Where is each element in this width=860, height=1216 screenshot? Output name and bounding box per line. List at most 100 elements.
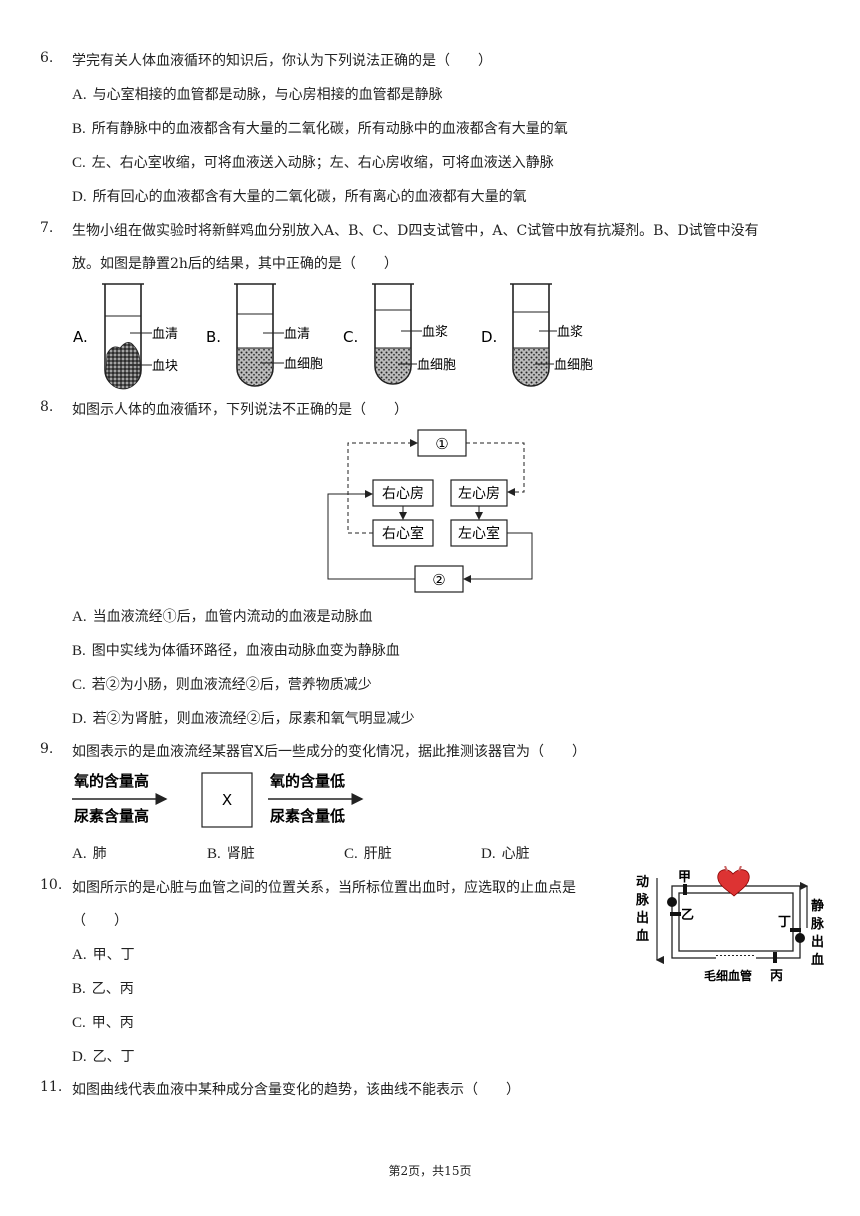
q8-option-b[interactable]: B.图中实线为体循环路径，血液由动脉血变为静脉血 bbox=[72, 640, 400, 660]
q7-test-tubes-figure: A. 血清 血块 B. 血清 血细胞 C. 血浆 血细胞 D. bbox=[73, 283, 593, 390]
q7-number: 7. bbox=[40, 220, 54, 236]
vein-bleed-char-1: 静 bbox=[811, 898, 824, 914]
tube-a-label: A. bbox=[73, 328, 88, 346]
q6-option-c[interactable]: C. 左、右心室收缩，可将血液送入动脉；左、右心房收缩，可将血液送入静脉 bbox=[72, 152, 554, 172]
tube-b-top-label: 血清 bbox=[284, 327, 310, 342]
q10-heart-vessel-diagram: 动 脉 出 血 甲 乙 丁 丙 毛细血管 静 脉 出 血 bbox=[635, 866, 825, 984]
option-label: A. bbox=[72, 846, 87, 862]
q9-organ-diagram: 氧的含量高 尿素含量高 X 氧的含量低 尿素含量低 bbox=[72, 772, 364, 828]
point-ding-mark[interactable] bbox=[790, 928, 801, 932]
option-text: 所有回心的血液都含有大量的二氧化碳，所有离心的血液都有大量的氧 bbox=[92, 189, 527, 205]
option-label: D. bbox=[72, 189, 87, 205]
option-label: C. bbox=[72, 1015, 86, 1031]
q9-option-a[interactable]: A.肺 bbox=[72, 843, 107, 863]
q11-number: 11. bbox=[40, 1079, 63, 1095]
q9-option-c[interactable]: C. 肝脏 bbox=[344, 843, 392, 863]
option-label: A. bbox=[72, 87, 87, 103]
point-yi-mark[interactable] bbox=[670, 912, 681, 916]
q7-stem-line1: 生物小组在做实验时将新鲜鸡血分别放入A、B、C、D四支试管中，A、C试管中放有抗… bbox=[72, 223, 759, 239]
q9-option-d[interactable]: D.心脏 bbox=[481, 843, 530, 863]
option-label: C. bbox=[344, 846, 358, 862]
option-text: 若②为肾脏，则血液流经②后，尿素和氧气明显减少 bbox=[92, 711, 415, 727]
tube-a[interactable]: A. 血清 血块 bbox=[73, 283, 178, 390]
point-jia-label: 甲 bbox=[678, 870, 691, 885]
left-bottom-label: 尿素含量高 bbox=[74, 807, 149, 825]
tube-b-label: B. bbox=[206, 328, 221, 346]
option-label: B. bbox=[72, 643, 86, 659]
q11-stem: 如图曲线代表血液中某种成分含量变化的趋势，该曲线不能表示（ ） bbox=[72, 1082, 520, 1098]
q8-option-c[interactable]: C. 若②为小肠，则血液流经②后，营养物质减少 bbox=[72, 674, 372, 694]
right-top-label: 氧的含量低 bbox=[269, 772, 345, 790]
q6-stem: 学完有关人体血液循环的知识后，你认为下列说法正确的是（ ） bbox=[72, 53, 492, 69]
tube-d[interactable]: D. 血浆 血细胞 bbox=[481, 283, 593, 387]
artery-bleed-char-2: 脉 bbox=[635, 892, 650, 908]
artery-bleed-point bbox=[667, 897, 677, 907]
right-ventricle-label: 右心室 bbox=[382, 525, 424, 542]
point-bing-label: 丙 bbox=[770, 969, 783, 984]
option-label: B. bbox=[207, 846, 221, 862]
point-ding-label: 丁 bbox=[778, 915, 791, 930]
tube-c[interactable]: C. 血浆 血细胞 bbox=[343, 283, 456, 385]
q8-circulation-diagram: ① 右心房 左心房 右心室 左心室 ② bbox=[327, 429, 533, 593]
q8-option-d[interactable]: D.若②为肾脏，则血液流经②后，尿素和氧气明显减少 bbox=[72, 708, 415, 728]
q6-option-d[interactable]: D. 所有回心的血液都含有大量的二氧化碳，所有离心的血液都有大量的氧 bbox=[72, 186, 527, 206]
option-text: 若②为小肠，则血液流经②后，营养物质减少 bbox=[91, 677, 372, 693]
right-bottom-label: 尿素含量低 bbox=[270, 807, 345, 825]
q8-option-a[interactable]: A. 当血液流经①后，血管内流动的血液是动脉血 bbox=[72, 606, 373, 626]
q10-option-a[interactable]: A. 甲、丁 bbox=[72, 944, 135, 964]
q10-option-b[interactable]: B. 乙、丙 bbox=[72, 978, 134, 998]
option-text: 左、右心室收缩，可将血液送入动脉；左、右心房收缩，可将血液送入静脉 bbox=[91, 155, 554, 171]
tube-d-top-label: 血浆 bbox=[557, 325, 583, 340]
q10-option-c[interactable]: C. 甲、丙 bbox=[72, 1012, 134, 1032]
q6-option-b[interactable]: B.所有静脉中的血液都含有大量的二氧化碳，所有动脉中的血液都含有大量的氧 bbox=[72, 118, 568, 138]
option-label: B. bbox=[72, 981, 86, 997]
q10-stem-line1: 如图所示的是心脏与血管之间的位置关系，当所标位置出血时，应选取的止血点是 bbox=[72, 880, 576, 896]
tube-d-bottom-label: 血细胞 bbox=[554, 358, 593, 373]
option-label: C. bbox=[72, 155, 86, 171]
option-text: 乙、丙 bbox=[91, 981, 134, 997]
diagram-node-2: ② bbox=[432, 571, 445, 589]
page-footer: 第2页，共15页 bbox=[388, 1164, 472, 1178]
q9-option-b[interactable]: B. 肾脏 bbox=[207, 843, 255, 863]
option-text: 甲、丙 bbox=[91, 1015, 134, 1031]
artery-bleed-char-1: 动 bbox=[636, 875, 649, 890]
tube-c-bottom-label: 血细胞 bbox=[417, 358, 456, 373]
artery-bleed-char-4: 血 bbox=[636, 928, 649, 944]
tube-c-top-label: 血浆 bbox=[422, 325, 448, 340]
option-label: D. bbox=[72, 1049, 87, 1065]
tube-d-label: D. bbox=[481, 328, 497, 346]
vein-bleed-char-4: 血 bbox=[811, 952, 824, 968]
option-label: A. bbox=[72, 947, 87, 963]
left-top-label: 氧的含量高 bbox=[73, 772, 149, 790]
left-atrium-label: 左心房 bbox=[458, 486, 500, 502]
point-yi-label: 乙 bbox=[681, 908, 694, 923]
q8-stem: 如图示人体的血液循环，下列说法不正确的是（ ） bbox=[72, 402, 408, 418]
tube-c-label: C. bbox=[343, 328, 358, 346]
option-label: B. bbox=[72, 121, 86, 137]
option-text: 肝脏 bbox=[363, 846, 392, 862]
option-label: C. bbox=[72, 677, 86, 693]
tube-b[interactable]: B. 血清 血细胞 bbox=[206, 283, 323, 387]
q9-stem: 如图表示的是血液流经某器官X后一些成分的变化情况，据此推测该器官为（ ） bbox=[72, 744, 586, 760]
tube-a-bottom-label: 血块 bbox=[152, 359, 178, 374]
q6-number: 6. bbox=[40, 50, 54, 66]
option-text: 乙、丁 bbox=[92, 1049, 135, 1065]
q10-option-d[interactable]: D. 乙、丁 bbox=[72, 1046, 135, 1066]
option-text: 肾脏 bbox=[226, 846, 255, 862]
diagram-node-1: ① bbox=[435, 435, 448, 453]
tube-a-top-label: 血清 bbox=[152, 327, 178, 342]
q7-stem-line2: 放。如图是静置2h后的结果，其中正确的是（ ） bbox=[72, 256, 398, 272]
q10-stem-line2: （ ） bbox=[72, 913, 128, 929]
option-text: 与心室相接的血管都是动脉，与心房相接的血管都是静脉 bbox=[92, 87, 443, 103]
point-bing-mark[interactable] bbox=[773, 952, 777, 963]
option-label: A. bbox=[72, 609, 87, 625]
option-label: D. bbox=[481, 846, 496, 862]
option-text: 甲、丁 bbox=[92, 947, 135, 963]
right-atrium-label: 右心房 bbox=[382, 486, 424, 502]
left-ventricle-label: 左心室 bbox=[458, 525, 500, 542]
q10-number: 10. bbox=[40, 877, 63, 893]
option-text: 当血液流经①后，血管内流动的血液是动脉血 bbox=[92, 609, 373, 625]
q8-number: 8. bbox=[40, 399, 54, 415]
q6-option-a[interactable]: A. 与心室相接的血管都是动脉，与心房相接的血管都是静脉 bbox=[72, 84, 443, 104]
point-jia-mark[interactable] bbox=[683, 884, 687, 895]
